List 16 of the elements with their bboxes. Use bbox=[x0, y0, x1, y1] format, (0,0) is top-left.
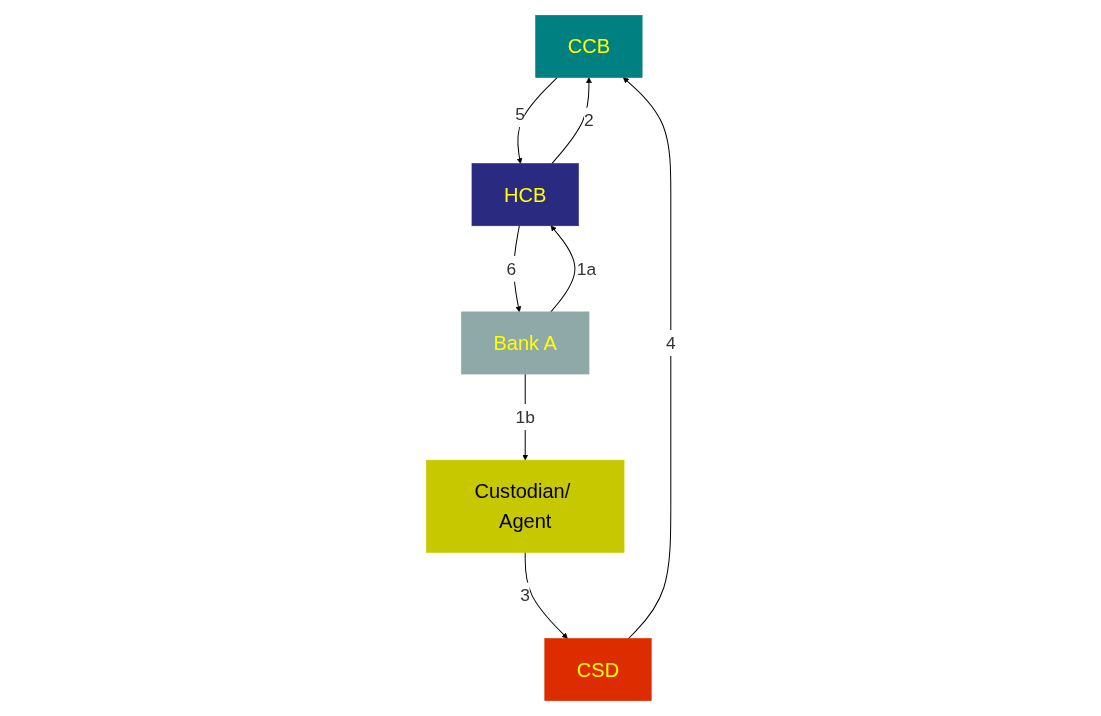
edge-label: 2 bbox=[583, 110, 594, 131]
node-box: HCB bbox=[471, 163, 579, 227]
arrow bbox=[622, 77, 671, 639]
edge-label: 1b bbox=[515, 406, 535, 427]
arrow bbox=[549, 225, 575, 313]
edge-label: 5 bbox=[514, 103, 525, 124]
arrow bbox=[550, 77, 592, 165]
node-box: Bank A bbox=[460, 311, 589, 375]
edge-label: 1a bbox=[576, 258, 596, 279]
edge-label: 6 bbox=[505, 258, 516, 279]
node-box: CSD bbox=[543, 638, 652, 701]
arrow bbox=[524, 551, 568, 639]
node-box: CCB bbox=[534, 15, 642, 78]
edge-label: 3 bbox=[519, 585, 530, 606]
node-box: Custodian/ Agent bbox=[425, 459, 624, 553]
edge-label: 4 bbox=[665, 332, 676, 353]
